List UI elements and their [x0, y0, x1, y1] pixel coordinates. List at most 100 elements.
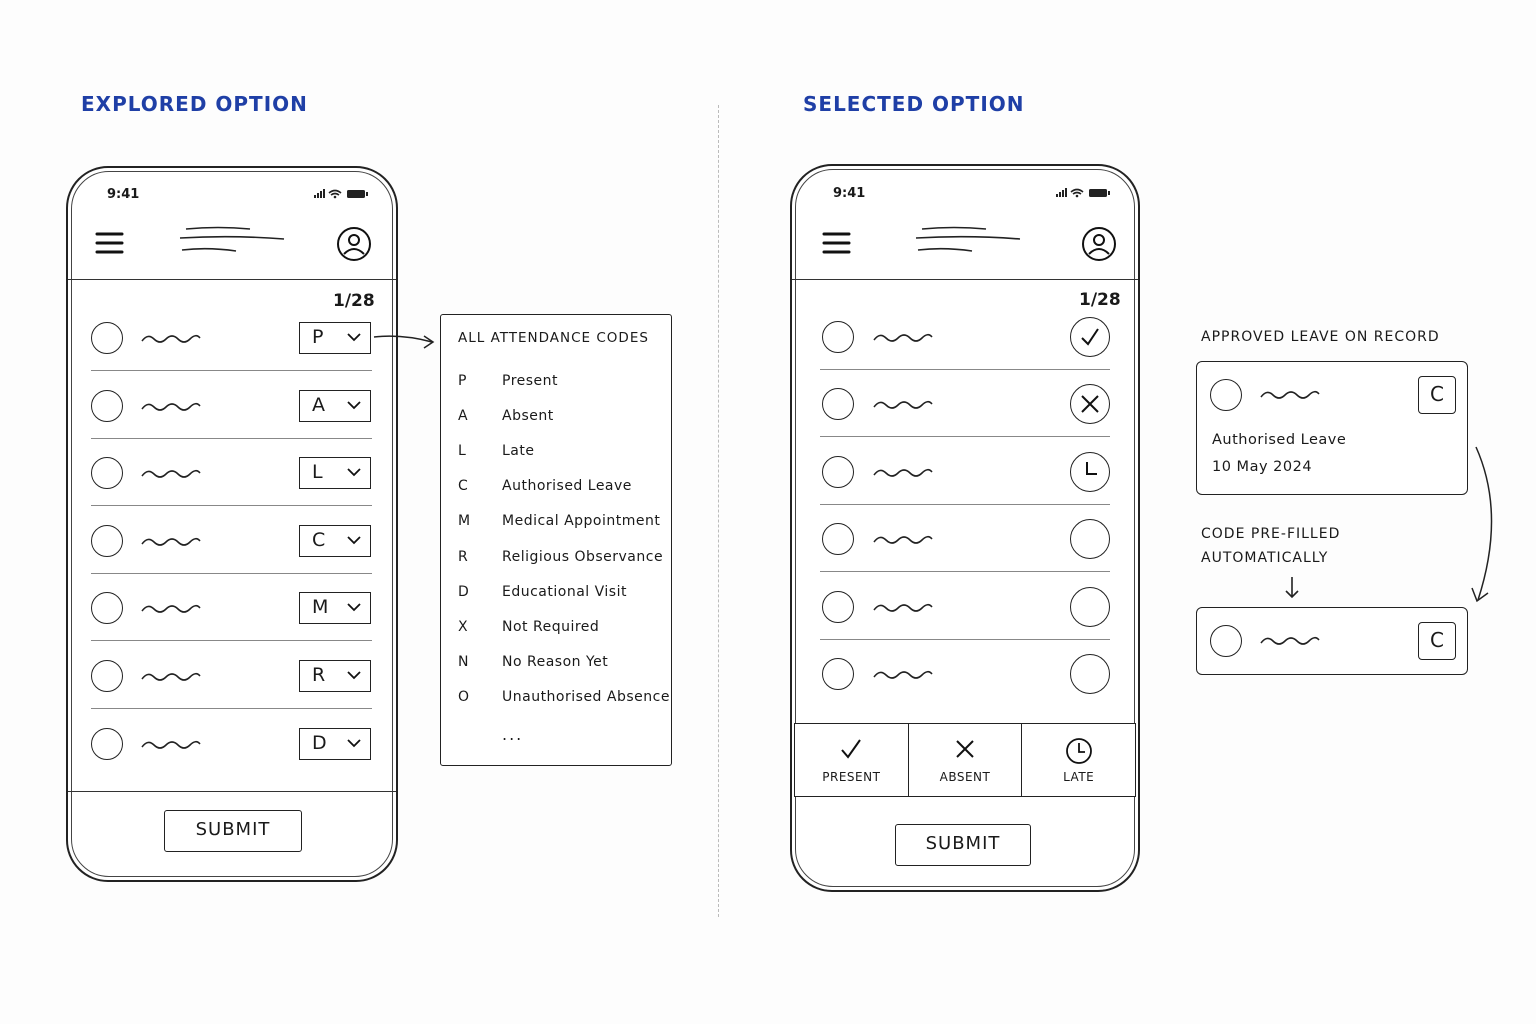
student-avatar[interactable]: [91, 389, 123, 422]
selected-option-heading: SELECTED OPTION: [803, 92, 1025, 116]
selected-code: C: [312, 528, 326, 551]
menu-more-indicator[interactable]: ...: [502, 725, 524, 744]
clock-icon: [1065, 738, 1092, 764]
selected-code: M: [312, 596, 329, 619]
attendance-code-dropdown[interactable]: L: [299, 457, 371, 490]
absent-action-label: ABSENT: [939, 770, 991, 784]
menu-item-code[interactable]: A: [458, 408, 468, 425]
title-placeholder-scribble: [179, 226, 285, 252]
down-arrow-icon: [1285, 577, 1299, 599]
menu-item-code[interactable]: P: [458, 373, 467, 389]
student-avatar[interactable]: [91, 660, 123, 692]
menu-item-code[interactable]: D: [458, 583, 469, 600]
explored-phone: 9:41 1/28 P A L C M R D SUBMIT: [66, 166, 398, 882]
dropdown-to-menu-arrow: [373, 335, 435, 349]
student-name-scribble: [873, 603, 933, 612]
menu-item-label[interactable]: Medical Appointment: [502, 513, 661, 530]
menu-icon[interactable]: [822, 230, 852, 256]
student-avatar[interactable]: [91, 727, 123, 760]
leave-date: 10 May 2024: [1212, 459, 1313, 475]
empty-status-mark[interactable]: [1070, 519, 1110, 560]
menu-item-label[interactable]: Unauthorised Absence: [502, 688, 670, 705]
status-time: 9:41: [833, 186, 866, 201]
attendance-code-dropdown[interactable]: A: [299, 389, 371, 422]
menu-item-code[interactable]: X: [458, 618, 468, 635]
menu-item-code[interactable]: N: [458, 653, 469, 670]
attendance-code-dropdown[interactable]: R: [299, 660, 371, 692]
student-avatar[interactable]: [91, 592, 123, 625]
row-divider: [91, 640, 372, 642]
row-divider: [820, 436, 1110, 438]
chevron-down-icon: [347, 400, 361, 409]
present-action-label: PRESENT: [822, 770, 881, 784]
row-divider: [820, 369, 1110, 370]
prefilled-code-box: C: [1418, 622, 1456, 660]
student-avatar[interactable]: [822, 523, 854, 556]
student-avatar[interactable]: [822, 321, 854, 353]
phone-bezel: [795, 169, 1135, 887]
student-name-scribble: [1260, 636, 1320, 645]
cross-icon: [956, 740, 974, 758]
absent-action-button[interactable]: ABSENT: [909, 724, 1023, 796]
menu-item-code[interactable]: M: [458, 513, 471, 530]
selected-code: A: [312, 393, 325, 416]
profile-icon[interactable]: [336, 226, 372, 262]
student-avatar[interactable]: [822, 590, 854, 623]
student-avatar[interactable]: [91, 457, 123, 490]
menu-item-label[interactable]: Present: [502, 373, 559, 389]
chevron-down-icon: [347, 738, 361, 747]
menu-item-label[interactable]: No Reason Yet: [502, 653, 609, 670]
status-time: 9:41: [107, 187, 140, 202]
menu-item-label[interactable]: Absent: [502, 408, 554, 425]
menu-item-code[interactable]: C: [458, 478, 468, 495]
curved-arrow-icon: [1471, 446, 1493, 603]
menu-item-code[interactable]: O: [458, 688, 470, 705]
row-divider: [91, 370, 372, 371]
attendance-code-dropdown[interactable]: D: [299, 727, 371, 760]
student-name-scribble: [873, 333, 933, 342]
clock-status-mark[interactable]: [1070, 451, 1110, 492]
menu-icon[interactable]: [95, 230, 125, 256]
attendance-code-dropdown[interactable]: M: [299, 592, 371, 625]
empty-status-mark[interactable]: [1070, 586, 1110, 627]
attendance-code-dropdown[interactable]: C: [299, 524, 371, 557]
selected-code: D: [312, 731, 327, 754]
student-name-scribble: [873, 468, 933, 477]
check-status-mark[interactable]: [1070, 317, 1110, 357]
student-counter: 1/28: [1079, 290, 1121, 310]
student-avatar[interactable]: [91, 322, 123, 354]
approved-leave-note: APPROVED LEAVE ON RECORD: [1201, 329, 1440, 345]
menu-item-label[interactable]: Late: [502, 443, 535, 460]
selected-code: L: [312, 461, 323, 484]
student-name-scribble: [1260, 390, 1320, 399]
student-avatar[interactable]: [822, 658, 854, 690]
student-name-scribble: [141, 334, 201, 343]
student-avatar[interactable]: [91, 524, 123, 557]
menu-item-label[interactable]: Religious Observance: [502, 548, 664, 565]
present-action-button[interactable]: PRESENT: [795, 724, 909, 796]
profile-icon[interactable]: [1081, 226, 1117, 262]
check-icon: [841, 739, 862, 759]
menu-item-code[interactable]: L: [458, 443, 466, 460]
clock-icon: [1086, 461, 1097, 475]
row-divider: [820, 638, 1110, 640]
submit-button[interactable]: SUBMIT: [164, 810, 302, 852]
explored-option-heading: EXPLORED OPTION: [81, 92, 308, 116]
student-avatar[interactable]: [822, 388, 854, 421]
empty-status-mark[interactable]: [1070, 654, 1110, 694]
menu-item-label[interactable]: Not Required: [502, 618, 600, 635]
cross-status-mark[interactable]: [1070, 384, 1110, 425]
student-avatar[interactable]: [822, 455, 854, 488]
menu-item-label[interactable]: Educational Visit: [502, 583, 627, 600]
student-counter: 1/28: [333, 291, 375, 311]
selected-code: P: [312, 326, 324, 348]
check-icon: [1081, 328, 1099, 346]
late-action-button[interactable]: LATE: [1022, 724, 1135, 796]
row-divider: [91, 708, 372, 709]
student-name-scribble: [141, 672, 201, 681]
attendance-code-dropdown[interactable]: P: [299, 322, 371, 354]
submit-button[interactable]: SUBMIT: [895, 824, 1031, 866]
menu-item-label[interactable]: Authorised Leave: [502, 478, 632, 495]
menu-item-code[interactable]: R: [458, 548, 468, 565]
